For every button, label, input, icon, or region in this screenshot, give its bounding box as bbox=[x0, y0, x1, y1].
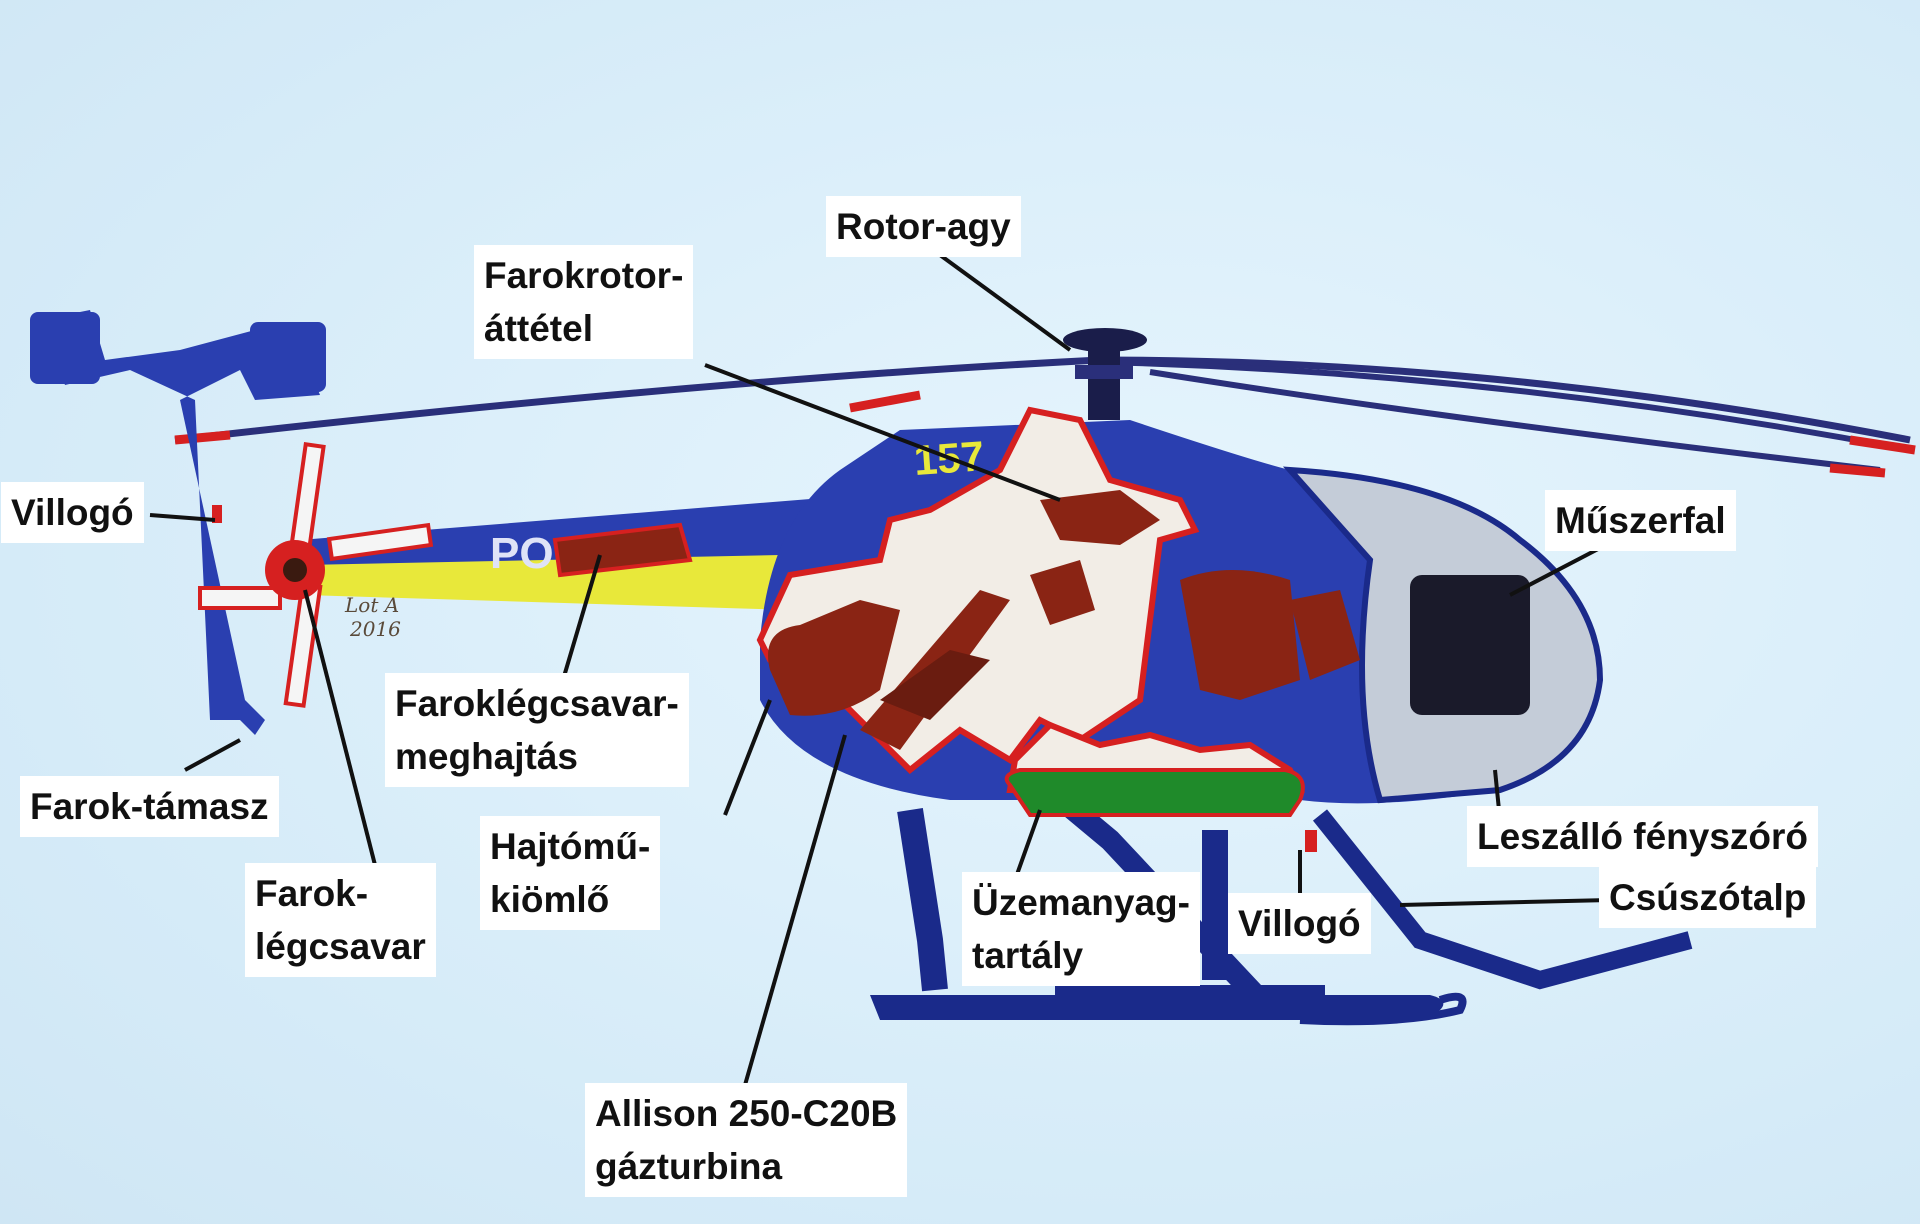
label-tail-support: Farok-támasz bbox=[20, 776, 279, 837]
label-engine: Allison 250-C20B gázturbina bbox=[585, 1083, 908, 1197]
label-beacon-right: Villogó bbox=[1228, 893, 1371, 954]
label-landing-light: Leszálló fényszóró bbox=[1467, 806, 1819, 867]
label-tail-rotor: Farok- légcsavar bbox=[245, 863, 436, 977]
label-fuel-tank: Üzemanyag- tartály bbox=[962, 872, 1200, 986]
svg-text:2016: 2016 bbox=[349, 617, 401, 641]
label-tail-rotor-gearbox: Farokrotor- áttétel bbox=[474, 245, 694, 359]
engine-components bbox=[552, 490, 1360, 750]
label-rotor-hub: Rotor-agy bbox=[826, 196, 1021, 257]
label-skid: Csúszótalp bbox=[1599, 867, 1817, 928]
tail-marking-text: PO bbox=[490, 529, 554, 578]
rotor-hub bbox=[1063, 328, 1147, 420]
fuel-tank bbox=[1004, 768, 1305, 817]
label-beacon-left: Villogó bbox=[1, 482, 144, 543]
label-instrument-panel: Műszerfal bbox=[1545, 490, 1736, 551]
tail-fin bbox=[30, 310, 326, 735]
label-engine-exhaust: Hajtómű- kiömlő bbox=[480, 816, 661, 930]
artist-signature: Lot A 2016 bbox=[344, 593, 401, 641]
label-tail-rotor-drive: Faroklégcsavar- meghajtás bbox=[385, 673, 689, 787]
svg-text:Lot A: Lot A bbox=[344, 593, 399, 617]
